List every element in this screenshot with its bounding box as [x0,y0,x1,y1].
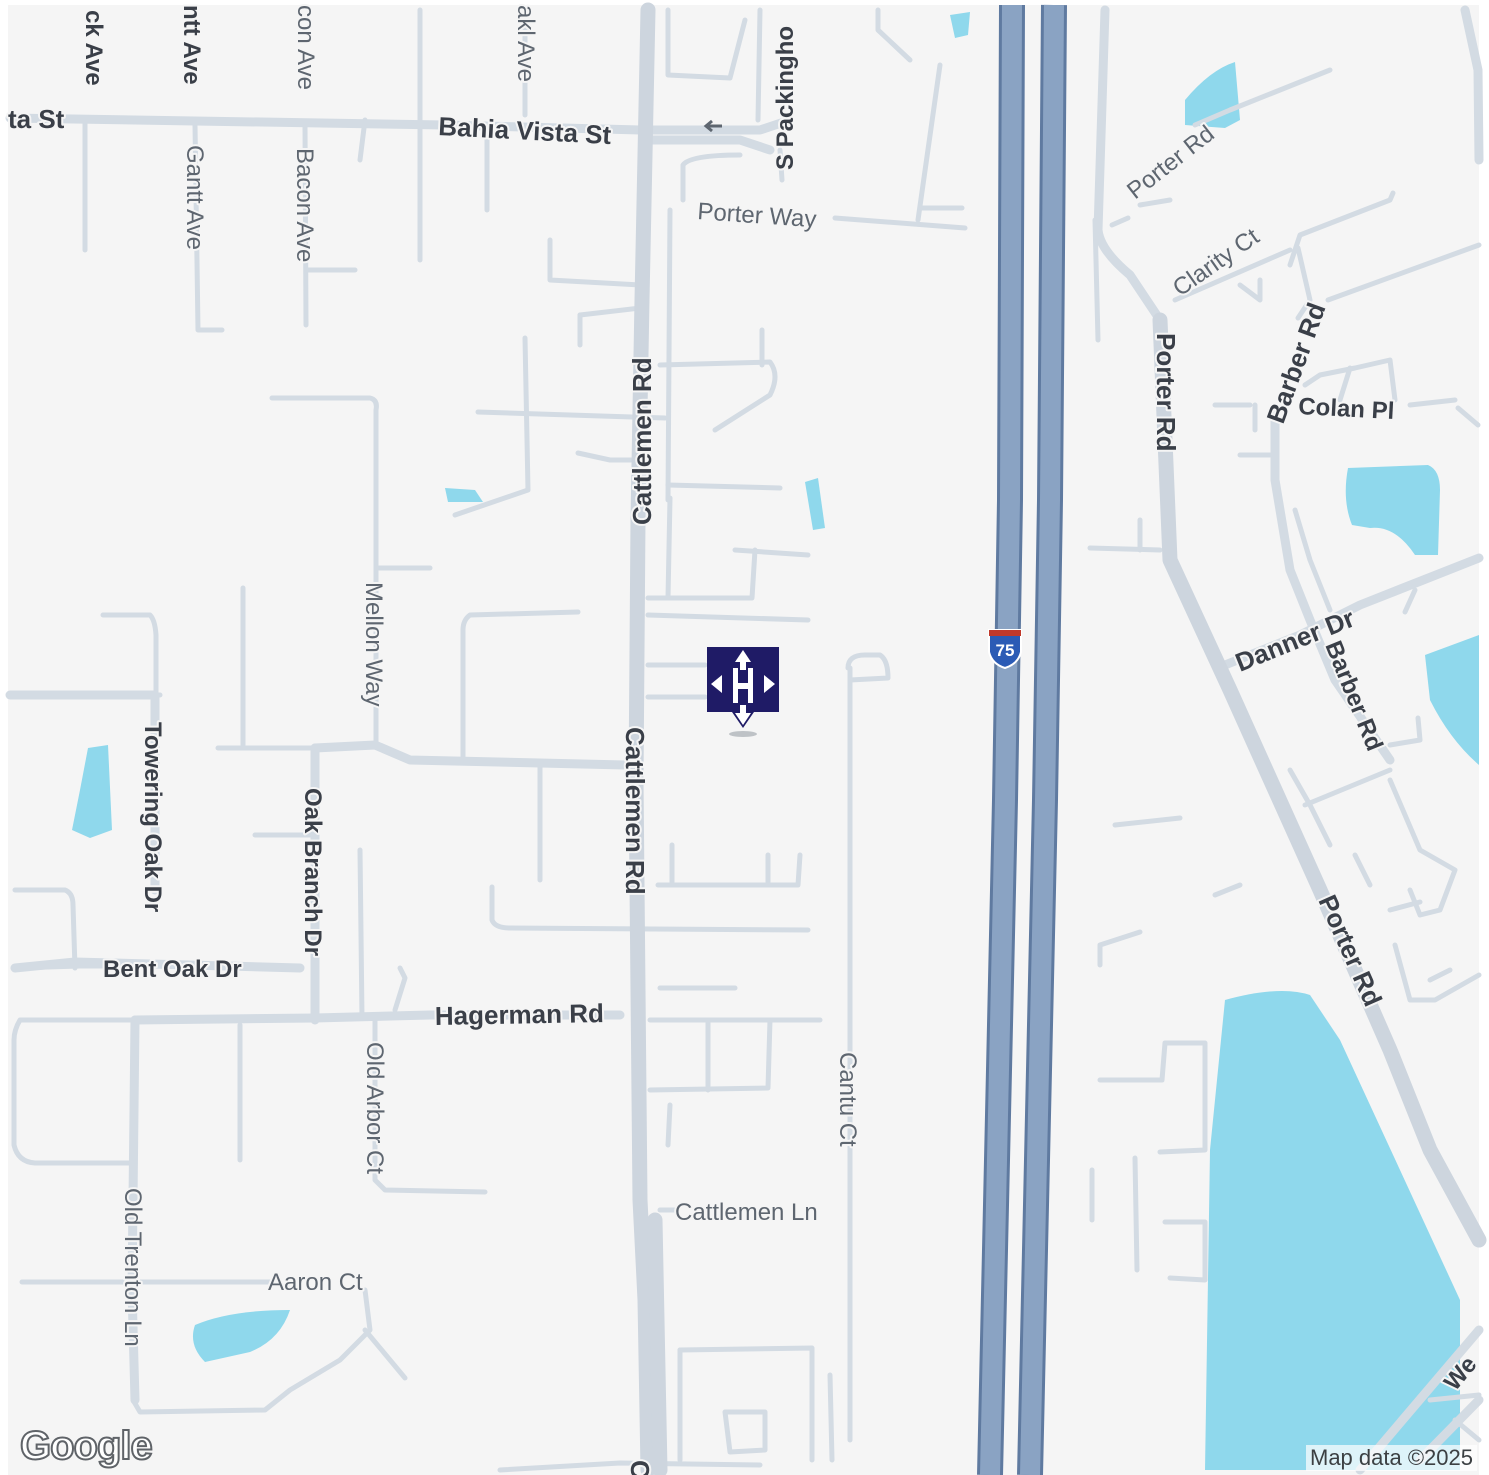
interstate-shield-icon: 75 [988,629,1022,670]
label-towering-oak: Towering Oak Dr [139,722,166,912]
pond-west [72,745,112,838]
label-s-packingham: S Packingho [772,26,799,170]
major-roads [628,2,1487,1475]
label-cattlemen-rd-south: C [625,1460,655,1475]
lake-large [1205,991,1460,1470]
pond-cattle [805,478,825,530]
pond-colan [1345,465,1440,555]
pond-mid [445,488,483,502]
location-marker[interactable] [707,647,779,737]
label-ck-ave: ck Ave [80,10,107,86]
label-colan-pl: Colan Pl [1298,393,1395,425]
label-mellon-way: Mellon Way [360,582,387,706]
one-way-arrow-icon [703,119,722,133]
label-cattlemen-rd-north: Cattlemen Rd [627,357,657,525]
label-hagerman: Hagerman Rd [435,998,605,1031]
label-porter-rd-vertical: Porter Rd [1151,333,1181,451]
label-cattlemen-ln: Cattlemen Ln [675,1199,818,1226]
label-old-trenton: Old Trenton Ln [119,1188,146,1347]
label-gantt-ave: Gantt Ave [181,145,208,250]
label-bahia-vista-left: ta St [8,104,65,134]
google-logo: Google [19,1423,154,1469]
label-bacon-ave: Bacon Ave [291,148,318,262]
label-con-ave: con Ave [292,5,319,90]
label-bent-oak: Bent Oak Dr [103,956,242,983]
label-akl-ave: akl Ave [512,5,539,82]
label-aaron-ct: Aaron Ct [268,1269,363,1296]
pond-east [1425,635,1479,765]
hospital-h-icon [711,650,775,725]
label-ntt-ave: ntt Ave [178,5,205,85]
interstate-shield-number: 75 [996,641,1015,660]
minor-roads [11,7,1482,1473]
map-attribution[interactable]: Map data ©2025 [1306,1445,1477,1471]
pond-aaron [192,1310,290,1362]
label-cantu-ct: Cantu Ct [834,1052,861,1147]
pond-top [950,12,970,38]
label-cattlemen-rd-mid: Cattlemen Rd [620,727,650,895]
label-old-arbor: Old Arbor Ct [361,1042,388,1174]
label-oak-branch: Oak Branch Dr [299,788,326,956]
